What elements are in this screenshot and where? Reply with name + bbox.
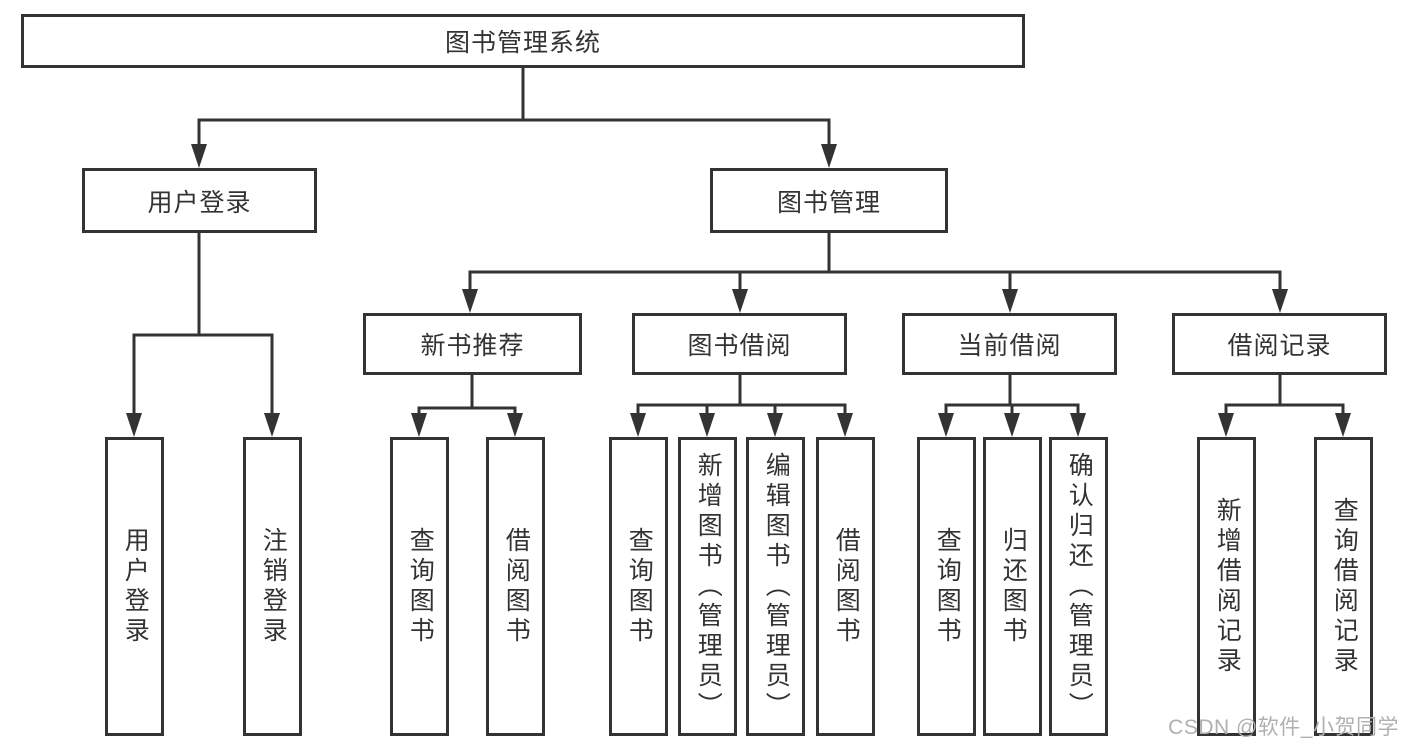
node-borrowing-records-label: 借阅记录 (1227, 332, 1332, 360)
leaf-add-borrow-record: 新增借阅记录 (1197, 437, 1256, 736)
leaf-edit-book-admin-label: 编辑图书（管理员） (762, 451, 791, 722)
node-borrowing-records: 借阅记录 (1172, 313, 1387, 375)
leaf-query-books-borrowing: 查询图书 (609, 437, 668, 736)
node-book-management-label: 图书管理 (776, 188, 881, 217)
node-book-management: 图书管理 (710, 168, 948, 233)
node-new-book-recommend: 新书推荐 (363, 313, 582, 375)
leaf-return-books-label: 归还图书 (999, 526, 1028, 647)
leaf-add-book-admin: 新增图书（管理员） (678, 437, 737, 736)
leaf-add-borrow-record-label: 新增借阅记录 (1213, 496, 1242, 677)
leaf-confirm-return-admin: 确认归还（管理员） (1049, 437, 1108, 736)
watermark-text: CSDN @软件_小贺同学 (1168, 716, 1399, 739)
leaf-borrow-books-recommend-label: 借阅图书 (502, 526, 531, 647)
leaf-borrow-books-borrowing: 借阅图书 (816, 437, 875, 736)
leaf-borrow-books-borrowing-label: 借阅图书 (832, 526, 861, 647)
leaf-user-login: 用户登录 (105, 437, 164, 736)
leaf-add-book-admin-label: 新增图书（管理员） (694, 451, 723, 722)
leaf-query-books-current-label: 查询图书 (933, 526, 962, 647)
leaf-query-books-recommend-label: 查询图书 (406, 526, 435, 647)
leaf-query-borrow-record: 查询借阅记录 (1314, 437, 1373, 736)
node-user-login: 用户登录 (82, 168, 317, 233)
node-book-borrowing: 图书借阅 (632, 313, 847, 375)
node-root-label: 图书管理系统 (444, 29, 601, 57)
node-book-borrowing-label: 图书借阅 (687, 332, 792, 360)
leaf-edit-book-admin: 编辑图书（管理员） (746, 437, 805, 736)
leaf-query-books-borrowing-label: 查询图书 (625, 526, 654, 647)
leaf-confirm-return-admin-label: 确认归还（管理员） (1065, 451, 1094, 722)
node-current-borrowing-label: 当前借阅 (957, 332, 1062, 360)
leaf-user-login-label: 用户登录 (121, 526, 150, 647)
leaf-query-books-recommend: 查询图书 (390, 437, 449, 736)
leaf-logout-label: 注销登录 (259, 526, 288, 647)
leaf-query-borrow-record-label: 查询借阅记录 (1330, 496, 1359, 677)
node-user-login-label: 用户登录 (147, 188, 252, 217)
node-new-book-recommend-label: 新书推荐 (420, 332, 525, 360)
leaf-logout: 注销登录 (243, 437, 302, 736)
leaf-query-books-current: 查询图书 (917, 437, 976, 736)
leaf-borrow-books-recommend: 借阅图书 (486, 437, 545, 736)
node-current-borrowing: 当前借阅 (902, 313, 1117, 375)
leaf-return-books: 归还图书 (983, 437, 1042, 736)
node-root: 图书管理系统 (21, 14, 1025, 68)
